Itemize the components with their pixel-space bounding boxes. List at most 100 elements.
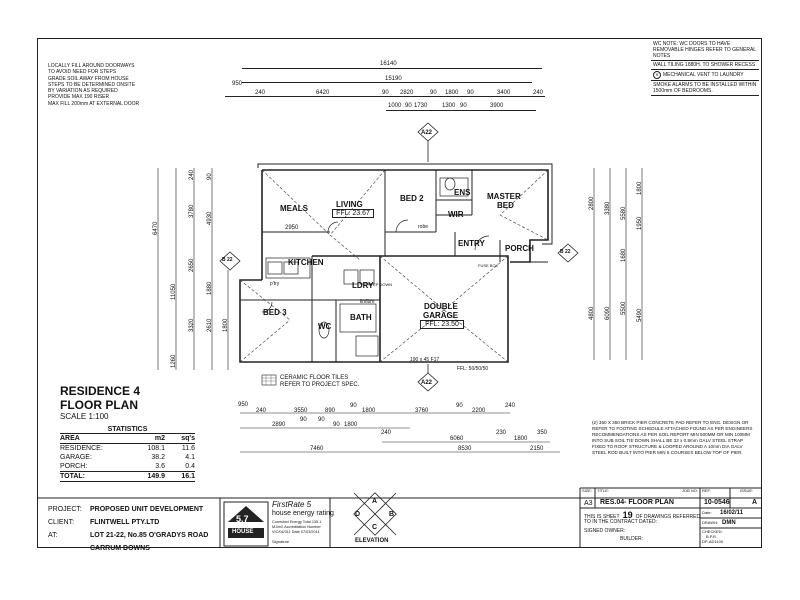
- energy-brand: FirstRate 5: [272, 500, 312, 509]
- issue-value: A: [752, 499, 758, 506]
- room-garage-1: DOUBLE: [424, 302, 458, 311]
- statistics-header-row: AREA m2 sq's: [60, 433, 195, 444]
- dim: 1880: [207, 281, 213, 295]
- energy-house: HOUSE: [232, 529, 254, 535]
- room-ldry: LDRY: [352, 281, 374, 290]
- dim: 3760: [415, 408, 429, 414]
- elevation-b: B: [389, 511, 395, 518]
- dim: 1800: [344, 422, 358, 428]
- row-m2: 108.1: [147, 445, 165, 452]
- section-mark-right: B 22: [560, 249, 571, 255]
- total-sqs: 16.1: [181, 473, 195, 480]
- dim: 2820: [400, 90, 414, 96]
- dim: 240: [381, 430, 392, 436]
- dim: 90: [456, 403, 463, 409]
- row-sqs: 11.6: [181, 445, 195, 452]
- dim: 5580: [621, 206, 627, 220]
- robe-label: robe: [418, 224, 429, 230]
- dim: 11050: [171, 283, 177, 300]
- pantry-label: p'try: [270, 281, 280, 287]
- note-line: LOCALLY FILL AROUND DOORWAYS: [48, 63, 135, 69]
- title-label: TITLE:: [597, 488, 610, 493]
- dim: 6470: [153, 221, 159, 235]
- energy-signature: Signature: [272, 539, 290, 544]
- ffl-living: FFL: 23.67: [332, 209, 374, 218]
- ref-value: 10-0546: [704, 499, 730, 506]
- room-wc: WC: [318, 322, 332, 331]
- dim: 950: [232, 81, 243, 87]
- room-ens: ENS: [454, 188, 471, 197]
- tile-legend: CERAMIC FLOOR TILES REFER TO PROJECT SPE…: [280, 375, 360, 388]
- client-row: CLIENT: FLINTWELL PTY.LTD: [48, 516, 208, 529]
- dim: 3900: [490, 103, 504, 109]
- dim: 8530: [458, 446, 472, 452]
- dim: 90: [318, 417, 325, 423]
- at-label: AT:: [48, 532, 58, 539]
- at-value-1: LOT 21-22, No.85 O'GRADYS ROAD: [90, 532, 209, 539]
- statistics-heading: STATISTICS: [107, 426, 148, 433]
- notes-top-left: LOCALLY FILL AROUND DOORWAYS TO AVOID NE…: [48, 63, 139, 107]
- room-bed2: BED 2: [400, 194, 424, 203]
- dim: 4930: [207, 211, 213, 225]
- dim: 6060: [450, 436, 464, 442]
- table-row: RESIDENCE: 108.1 11.6: [60, 444, 195, 453]
- vent-note: ✕ MECHANICAL VENT TO LAUNDRY: [651, 70, 759, 81]
- elevation-c: C: [372, 524, 378, 531]
- dim-line-row1: [225, 96, 545, 97]
- dim: 240: [505, 403, 516, 409]
- row-m2: 38.2: [151, 454, 165, 461]
- title-scale: SCALE 1:100: [60, 412, 109, 421]
- dim: 3550: [294, 408, 308, 414]
- row-sqs: 4.1: [185, 454, 195, 461]
- smoke-note: SMOKE ALARMS TO BE INSTALLED WITHIN 1500…: [651, 81, 759, 96]
- table-row: GARAGE: 38.2 4.1: [60, 453, 195, 462]
- dim: 1800: [637, 181, 643, 195]
- dim: 4800: [589, 306, 595, 320]
- sheet-number: 19: [622, 510, 633, 520]
- dim-line-inner: [242, 82, 532, 83]
- dim-inner: 15190: [385, 76, 402, 82]
- dim-line-row2: [386, 110, 536, 111]
- sheet-text: THIS IS SHEET: [584, 514, 620, 520]
- checked-value: B.P.R.: [706, 534, 718, 539]
- drawn-value: DMN: [722, 520, 736, 526]
- title-value: RES.04- FLOOR PLAN: [600, 499, 674, 506]
- sheet-rest: OF DRAWINGS REFERRED: [635, 514, 701, 520]
- dim: 230: [496, 430, 507, 436]
- size-value: A3: [584, 500, 593, 507]
- dim: 890: [325, 408, 336, 414]
- row-label: RESIDENCE:: [60, 445, 103, 452]
- room-wir: WIR: [448, 210, 464, 219]
- note-line: BY VARIATION AS REQUIRED: [48, 88, 118, 95]
- dim: 5490: [637, 308, 643, 322]
- vent-text: MECHANICAL VENT TO LAUNDRY: [663, 72, 744, 78]
- dim: 3400: [497, 90, 511, 96]
- room-kitchen: KITCHEN: [288, 258, 324, 267]
- energy-subtitle: house energy rating: [272, 510, 334, 517]
- note-line: GRADE SOIL AWAY FROM HOUSE: [48, 75, 129, 82]
- dim: 1800: [445, 90, 459, 96]
- title-line-1: RESIDENCE 4: [60, 384, 141, 398]
- step-down-label: STEP DOWN: [368, 282, 393, 287]
- dim: 90: [300, 417, 307, 423]
- row-label: PORCH:: [60, 463, 88, 470]
- room-entry: ENTRY: [458, 239, 485, 248]
- project-label: PROJECT:: [48, 506, 82, 513]
- dim: 6420: [316, 90, 330, 96]
- energy-stars: 5.7: [236, 514, 249, 524]
- linen-label: lin/lbm: [360, 299, 375, 305]
- dim: 90: [460, 103, 467, 109]
- dim: 90: [207, 173, 213, 180]
- date-value: 16/02/11: [720, 510, 744, 516]
- dim: 1260: [171, 354, 177, 368]
- drawing-title: RESIDENCE 4 FLOOR PLAN SCALE 1:100: [60, 384, 140, 421]
- dim: 5500: [621, 301, 627, 315]
- dim: 2150: [530, 446, 544, 452]
- dim: 2800: [589, 196, 595, 210]
- dim: 1000: [388, 103, 402, 109]
- issue-label: ISSUE:: [740, 488, 754, 493]
- elevation-label: ELEVATION: [355, 538, 389, 544]
- room-bath: BATH: [350, 313, 372, 322]
- at-row-2: CARRUM DOWNS: [48, 542, 208, 555]
- dim: 90: [333, 422, 340, 428]
